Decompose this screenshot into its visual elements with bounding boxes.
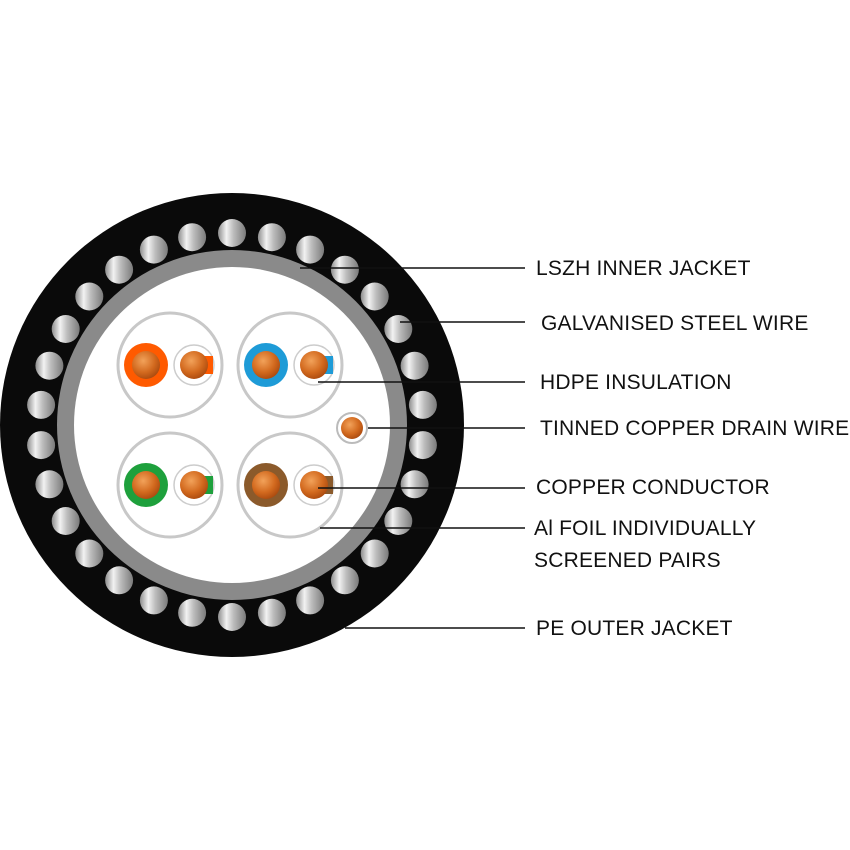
- steel-wire-strand: [27, 390, 56, 419]
- steel-wire-strand: [257, 223, 286, 252]
- twisted-pairs: [116, 311, 344, 539]
- steel-wire-strand: [296, 586, 325, 615]
- steel-wire-strand: [178, 598, 207, 627]
- al-foil-screen: [116, 431, 224, 539]
- tinned-copper-drain-wire: [336, 412, 368, 444]
- steel-wire-strand: [408, 390, 437, 419]
- copper-conductor: [252, 351, 280, 379]
- steel-wire-strand: [218, 219, 246, 247]
- label-outer-jacket: PE OUTER JACKET: [536, 617, 733, 640]
- leader-lines: [300, 267, 525, 629]
- steel-wire-strand: [75, 539, 104, 568]
- copper-conductor: [300, 471, 328, 499]
- pair-blue: [236, 311, 344, 419]
- steel-wire-strand: [296, 235, 325, 264]
- steel-wire-strand: [75, 282, 104, 311]
- al-foil-screen: [236, 431, 344, 539]
- label-inner-jacket: LSZH INNER JACKET: [536, 257, 751, 280]
- pair-green: [116, 431, 224, 539]
- steel-wire-strand: [27, 431, 56, 460]
- steel-wire-strand: [178, 223, 207, 252]
- label-drain-wire: TINNED COPPER DRAIN WIRE: [540, 417, 849, 440]
- copper-conductor: [300, 351, 328, 379]
- label-hdpe: HDPE INSULATION: [540, 371, 732, 394]
- copper-conductor: [132, 471, 160, 499]
- al-foil-screen: [116, 311, 224, 419]
- label-foil-line1: Al FOIL INDIVIDUALLY: [534, 517, 756, 540]
- steel-wire-strand: [35, 351, 64, 380]
- steel-wire-strand: [384, 507, 413, 535]
- pair-brown: [236, 431, 344, 539]
- steel-wire-strand: [51, 507, 80, 535]
- steel-wire-strand: [51, 315, 80, 343]
- steel-wire-strand: [330, 566, 359, 595]
- label-steel-wire: GALVANISED STEEL WIRE: [541, 312, 809, 335]
- copper-conductor: [132, 351, 160, 379]
- pair-orange: [116, 311, 224, 419]
- galvanised-steel-wire-ring: [27, 219, 437, 631]
- steel-wire-strand: [330, 255, 359, 284]
- label-conductor: COPPER CONDUCTOR: [536, 476, 770, 499]
- steel-wire-strand: [35, 470, 64, 499]
- al-foil-screen: [236, 311, 344, 419]
- copper-conductor: [180, 471, 208, 499]
- steel-wire-strand: [400, 351, 429, 380]
- label-foil-line2: SCREENED PAIRS: [534, 549, 721, 572]
- steel-wire-strand: [360, 282, 389, 311]
- steel-wire-strand: [218, 603, 246, 631]
- steel-wire-strand: [400, 470, 429, 499]
- copper-conductor: [252, 471, 280, 499]
- steel-wire-strand: [139, 235, 168, 264]
- copper-conductor: [180, 351, 208, 379]
- labels: LSZH INNER JACKET GALVANISED STEEL WIRE …: [534, 257, 849, 640]
- steel-wire-strand: [360, 539, 389, 568]
- steel-wire-strand: [105, 566, 134, 595]
- steel-wire-strand: [384, 315, 413, 343]
- steel-wire-strand: [408, 431, 437, 460]
- steel-wire-strand: [105, 255, 134, 284]
- steel-wire-strand: [257, 598, 286, 627]
- steel-wire-strand: [139, 586, 168, 615]
